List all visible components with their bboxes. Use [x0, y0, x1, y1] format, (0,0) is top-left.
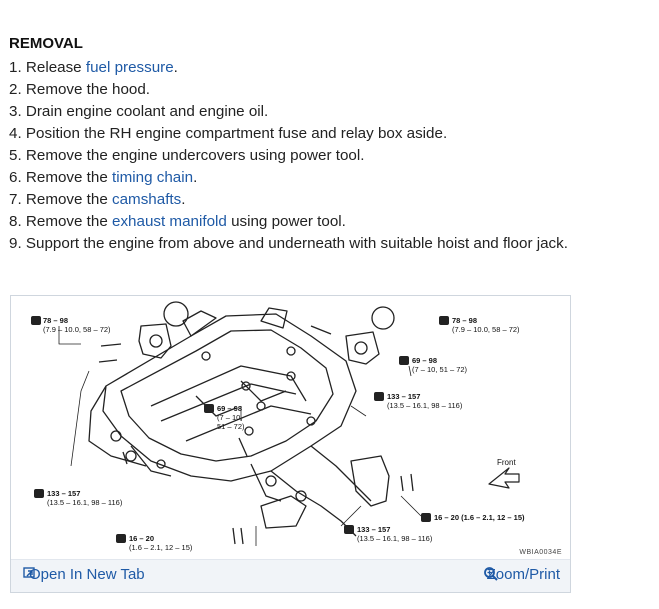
- figure-toolbar: Open In New Tab Zoom/Print: [11, 559, 570, 592]
- step-8: 8. Remove the exhaust manifold using pow…: [9, 213, 346, 230]
- torque-label-5: 133 – 157 (13.5 – 16.1, 98 – 116): [387, 392, 463, 410]
- step-9: 9. Support the engine from above and und…: [9, 235, 568, 252]
- step-1: 1. Release fuel pressure.: [9, 59, 178, 76]
- torque-label-9: 16 – 20 (1.6 – 2.1, 12 – 15): [129, 534, 193, 552]
- step-4: 4. Position the RH engine compartment fu…: [9, 125, 448, 142]
- torque-label-4: 69 – 98 (7 – 10, 51 – 72): [217, 404, 245, 431]
- step-5: 5. Remove the engine undercovers using p…: [9, 147, 365, 164]
- open-in-new-tab-button[interactable]: Open In New Tab: [23, 566, 145, 583]
- zoom-print-button[interactable]: Zoom/Print: [483, 566, 560, 583]
- step-3: 3. Drain engine coolant and engine oil.: [9, 103, 269, 120]
- crossmember-diagram: [31, 301, 520, 546]
- fuel-pressure-link[interactable]: fuel pressure: [85, 59, 174, 76]
- torque-label-2: 78 – 98 (7.9 – 10.0, 58 – 72): [452, 316, 520, 334]
- section-heading: REMOVAL: [9, 35, 83, 52]
- torque-label-6: 133 – 157 (13.5 – 16.1, 98 – 116): [47, 489, 123, 507]
- exhaust-manifold-link[interactable]: exhaust manifold: [112, 213, 227, 230]
- crossmember-figure[interactable]: 78 – 98 (7.9 – 10.0, 58 – 72) 78 – 98 (7…: [10, 295, 571, 593]
- front-label: Front: [497, 458, 516, 467]
- torque-label-7: 16 – 20 (1.6 – 2.1, 12 – 15): [434, 513, 525, 522]
- torque-label-1: 78 – 98 (7.9 – 10.0, 58 – 72): [43, 316, 111, 334]
- torque-label-3: 69 – 98 (7 – 10, 51 – 72): [412, 356, 468, 374]
- camshafts-link[interactable]: camshafts: [112, 191, 182, 208]
- step-2: 2. Remove the hood.: [9, 81, 151, 98]
- removal-steps: 1. Release fuel pressure. 2. Remove the …: [9, 57, 568, 255]
- torque-label-8: 133 – 157 (13.5 – 16.1, 98 – 116): [357, 525, 433, 543]
- step-6: 6. Remove the timing chain.: [9, 169, 198, 186]
- figure-code: WBIA0034E: [519, 549, 562, 556]
- step-7: 7. Remove the camshafts.: [9, 191, 186, 208]
- timing-chain-link[interactable]: timing chain: [112, 169, 194, 186]
